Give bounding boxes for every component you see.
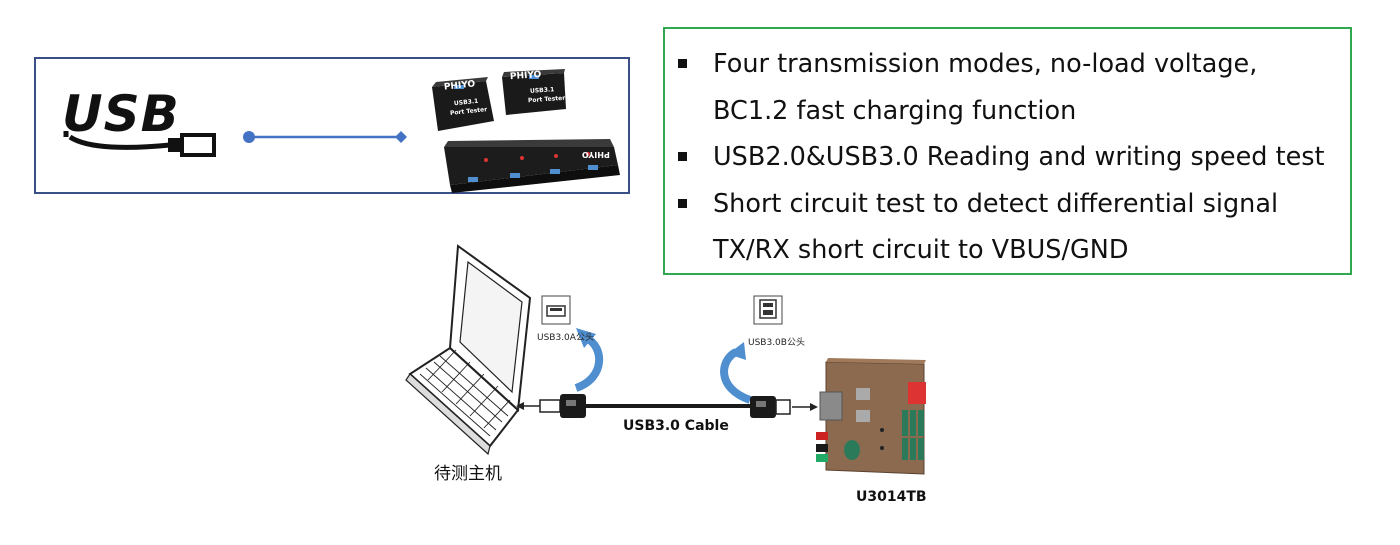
usb-a-plug-icon <box>539 394 586 418</box>
curved-arrow-a-icon <box>574 334 603 392</box>
bullet-icon <box>678 198 687 208</box>
connector-b-label: USB3.0B公头 <box>748 338 805 348</box>
usb-logo-text: USB <box>62 91 180 143</box>
connection-diagram <box>405 244 926 475</box>
usb-logo-icon: USB <box>62 91 216 157</box>
features-box: Four transmission modes, no-load voltage… <box>663 27 1352 275</box>
bullet-icon <box>678 59 687 68</box>
right-arrow-icon <box>792 403 818 411</box>
feature-item: Short circuit test to detect differentia… <box>665 181 1330 274</box>
pcb-board-icon <box>816 358 926 475</box>
laptop-host-icon <box>405 244 532 456</box>
bullet-icon <box>678 152 687 161</box>
usb-product-panel: USB PHIYO USB3.1 Port Tester PHIYO USB3.… <box>34 57 630 194</box>
usb-b-plug-icon <box>750 396 791 418</box>
feature-text: Short circuit test to detect differentia… <box>713 188 1279 266</box>
host-label: 待测主机 <box>434 464 502 484</box>
features-list: Four transmission modes, no-load voltage… <box>665 41 1330 274</box>
left-arrow-icon <box>516 402 540 410</box>
port-tester-devices-icon <box>432 69 620 193</box>
usb-b-port-icon <box>753 295 783 325</box>
cable-label: USB3.0 Cable <box>623 418 729 434</box>
feature-text: Four transmission modes, no-load voltage… <box>713 49 1258 126</box>
feature-text: USB2.0&USB3.0 Reading and writing speed … <box>713 142 1325 172</box>
connector-a-label: USB3.0A公头 <box>537 333 594 343</box>
device-label: U3014TB <box>856 489 927 505</box>
feature-item: USB2.0&USB3.0 Reading and writing speed … <box>665 134 1330 181</box>
curved-arrow-b-icon <box>720 348 752 404</box>
connector-line <box>243 131 407 143</box>
product-brand-3: PHIYO <box>582 150 610 159</box>
usb-a-port-icon <box>541 295 571 325</box>
feature-item: Four transmission modes, no-load voltage… <box>665 41 1330 134</box>
